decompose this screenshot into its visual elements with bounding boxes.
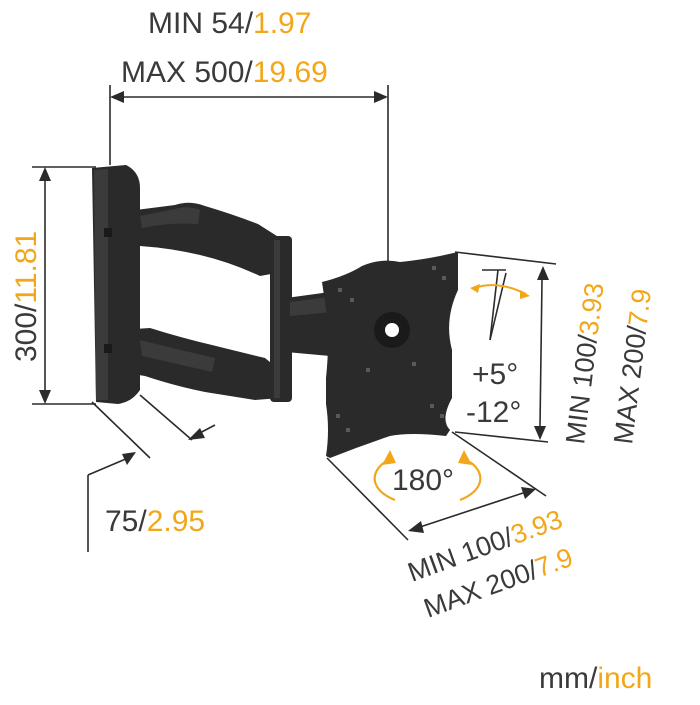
vesa-h-ext-left — [326, 457, 409, 541]
rotation-arrowhead-right — [458, 450, 472, 465]
upper-arm-highlight — [140, 207, 200, 228]
upper-arm — [120, 202, 282, 276]
dimension-arrow-icon — [374, 91, 388, 103]
vesa-hole — [346, 428, 350, 432]
vesa-hole — [350, 298, 354, 302]
vesa-h-dim-line — [419, 492, 524, 528]
vesa-hole — [442, 276, 446, 280]
vesa-hole — [432, 266, 436, 270]
dimension-arrow-icon — [188, 428, 205, 440]
rotation-arrowhead-left — [382, 450, 396, 465]
height-label: 300/11.81 — [10, 231, 43, 362]
vesa-hole — [336, 414, 340, 418]
dimension-arrow-icon — [122, 452, 136, 465]
vesa-v-ext-bottom — [454, 431, 549, 443]
vesa-hole — [412, 362, 416, 366]
tilt-arrow-left — [470, 284, 480, 293]
rotation-label: 180° — [392, 464, 454, 497]
dimension-arrow-icon — [39, 390, 51, 404]
dimension-arrow-icon — [408, 521, 424, 533]
vesa-v-dim-line — [539, 279, 543, 427]
depth-label: 75/2.95 — [105, 505, 205, 538]
tilt-up-label: +5° — [472, 358, 518, 391]
vesa-v-min-label: MIN 100/3.93 — [560, 281, 610, 446]
wall-plate-slot — [104, 344, 112, 353]
vesa-horizontal-dimension: MIN 100/3.93 MAX 200/7.9 — [326, 431, 577, 624]
extension-arm-highlight — [290, 297, 332, 316]
upper-arm-body — [120, 202, 282, 276]
vesa-center-bore — [385, 323, 399, 337]
depth-dimension: 75/2.95 — [87, 394, 216, 552]
dimension-arrow-icon — [521, 487, 536, 499]
depth-ext-line — [91, 401, 151, 459]
tilt-angle-icon: +5° -12° — [466, 269, 530, 429]
lower-arm — [120, 328, 282, 400]
vesa-hole — [366, 368, 370, 372]
vesa-hole — [338, 288, 342, 292]
rotation-arrow-icon: 180° — [373, 450, 482, 502]
tilt-down-label: -12° — [466, 396, 521, 429]
width-dimension: MIN 54/1.97 MAX 500/19.69 — [109, 7, 389, 270]
vesa-hole — [440, 414, 444, 418]
depth-ext-line — [139, 394, 193, 441]
vesa-plate — [322, 252, 458, 458]
wall-plate-slot — [104, 228, 112, 237]
dimension-arrow-icon — [110, 91, 124, 103]
vesa-plate-body — [322, 252, 458, 458]
dimension-arrow-icon — [39, 167, 51, 181]
dimension-arrow-icon — [537, 266, 549, 280]
width-max-label: MAX 500/19.69 — [121, 56, 328, 89]
depth-arrow-line — [87, 457, 129, 476]
wall-plate-edge — [94, 169, 108, 400]
vesa-hole — [430, 404, 434, 408]
height-dimension: 300/11.81 — [10, 166, 96, 405]
dimension-arrow-icon — [534, 426, 546, 440]
lower-arm-highlight — [140, 340, 215, 372]
vesa-h-ext-right — [451, 431, 547, 497]
pivot-column — [270, 236, 292, 402]
width-min-label: MIN 54/1.97 — [148, 7, 311, 40]
rotation-arc-left — [373, 461, 396, 502]
vesa-v-max-label: MAX 200/7.9 — [608, 287, 657, 446]
pivot-post-edge — [274, 240, 280, 398]
tilt-arrow-right — [520, 290, 530, 299]
tilt-axis-line — [489, 269, 499, 341]
tilt-arc — [473, 284, 527, 295]
units-legend: mm/inch — [539, 662, 652, 695]
tilt-forward-line — [489, 272, 507, 341]
vesa-v-ext-top — [454, 251, 557, 265]
rotation-arc-right — [459, 461, 482, 502]
